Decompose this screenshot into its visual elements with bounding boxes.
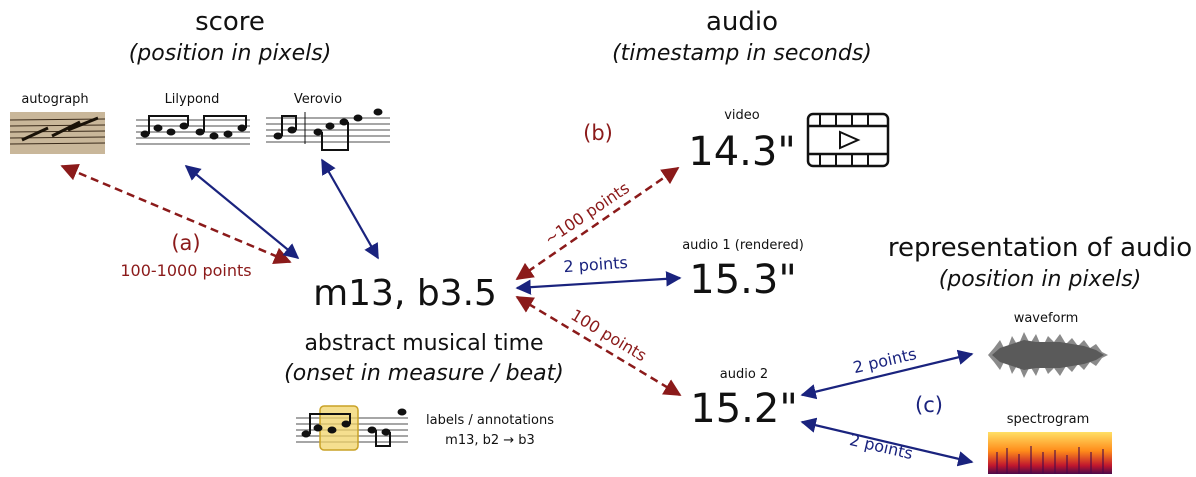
edge-spectrogram-points: 2 points	[848, 430, 915, 463]
arrow-center-audio2	[515, 295, 682, 397]
video-label: video	[724, 108, 760, 123]
edge-a-points: 100-1000 points	[120, 261, 251, 280]
audio2-time: 15.2"	[690, 386, 797, 432]
lilypond-label: Lilypond	[165, 92, 220, 107]
autograph-image	[9, 112, 106, 154]
edge-audio2-points: 100 points	[568, 305, 650, 365]
musical-time-value: m13, b3.5	[313, 273, 497, 314]
representation-title: representation of audio	[888, 233, 1192, 263]
arrow-center-video	[515, 166, 680, 281]
score-subtitle: (position in pixels)	[129, 41, 332, 66]
audio-subtitle: (timestamp in seconds)	[612, 41, 872, 66]
audio2-label: audio 2	[720, 367, 768, 382]
arrow-audio2-spectrogram	[800, 417, 974, 467]
arrow-center-lilypond	[184, 165, 300, 259]
arrow-center-audio1	[515, 271, 682, 295]
spectrogram-image	[988, 432, 1112, 474]
representation-subtitle: (position in pixels)	[939, 267, 1142, 292]
video-time: 14.3"	[688, 129, 795, 175]
musical-time-subtitle: (onset in measure / beat)	[284, 361, 564, 386]
musical-time-title: abstract musical time	[304, 331, 543, 356]
video-icon	[806, 112, 890, 168]
waveform-label: waveform	[1014, 311, 1079, 326]
audio1-label: audio 1 (rendered)	[682, 238, 804, 253]
edge-video-points: ~100 points	[541, 178, 633, 249]
annotation-label-line1: labels / annotations	[426, 413, 554, 428]
annotation-score-image	[296, 405, 408, 451]
label-a: (a)	[171, 231, 200, 255]
edge-audio1-points: 2 points	[563, 253, 629, 276]
score-title: score	[195, 7, 265, 37]
audio1-time: 15.3"	[689, 257, 796, 303]
autograph-label: autograph	[21, 92, 88, 107]
edge-waveform-points: 2 points	[851, 344, 918, 377]
annotation-label-line2: m13, b2 → b3	[445, 433, 535, 448]
spectrogram-label: spectrogram	[1007, 412, 1090, 427]
arrow-audio2-waveform	[800, 349, 974, 400]
lilypond-image	[136, 115, 250, 145]
label-c: (c)	[915, 393, 943, 417]
verovio-image	[266, 108, 390, 151]
verovio-label: Verovio	[294, 92, 342, 107]
audio-title: audio	[706, 7, 778, 37]
arrow-center-verovio	[321, 158, 379, 260]
label-b: (b)	[583, 121, 613, 145]
waveform-image	[988, 332, 1108, 378]
